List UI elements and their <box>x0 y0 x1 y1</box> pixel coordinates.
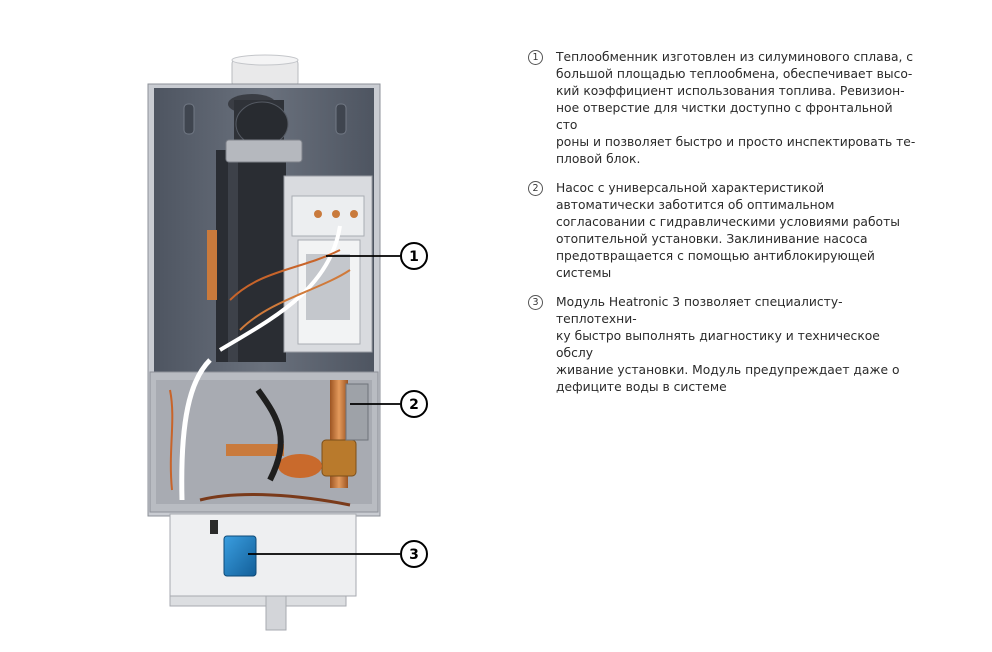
note-2-number: 2 <box>528 181 543 196</box>
callout-2-label: 2 <box>409 397 419 413</box>
callout-3-label: 3 <box>409 547 419 563</box>
note-2-text: Насос с универсальной характеристикой ав… <box>556 181 900 280</box>
callout-1: 1 <box>326 242 428 270</box>
boiler-diagram: 1 2 3 <box>147 54 428 631</box>
note-1-number: 1 <box>528 50 543 65</box>
note-item-1: 1 Теплообменник изготовлен из силуминово… <box>526 49 916 168</box>
flue-connector <box>231 54 299 89</box>
description-list: 1 Теплообменник изготовлен из силуминово… <box>526 49 916 408</box>
note-item-2: 2 Насос с универсальной характеристикой … <box>526 180 916 282</box>
copper-pipes <box>207 225 357 488</box>
note-3-text: Модуль Heatronic 3 позволяет специалисту… <box>556 295 900 394</box>
note-3-number: 3 <box>528 295 543 310</box>
wiring <box>169 225 351 507</box>
pump <box>278 383 369 478</box>
heat-exchanger <box>216 94 303 362</box>
note-item-3: 3 Модуль Heatronic 3 позволяет специалис… <box>526 294 916 396</box>
callout-1-label: 1 <box>409 249 419 265</box>
callout-3: 3 <box>248 540 428 568</box>
callout-2: 2 <box>350 390 428 418</box>
control-module <box>169 513 357 631</box>
note-1-text: Теплообменник изготовлен из силуминового… <box>556 50 916 166</box>
